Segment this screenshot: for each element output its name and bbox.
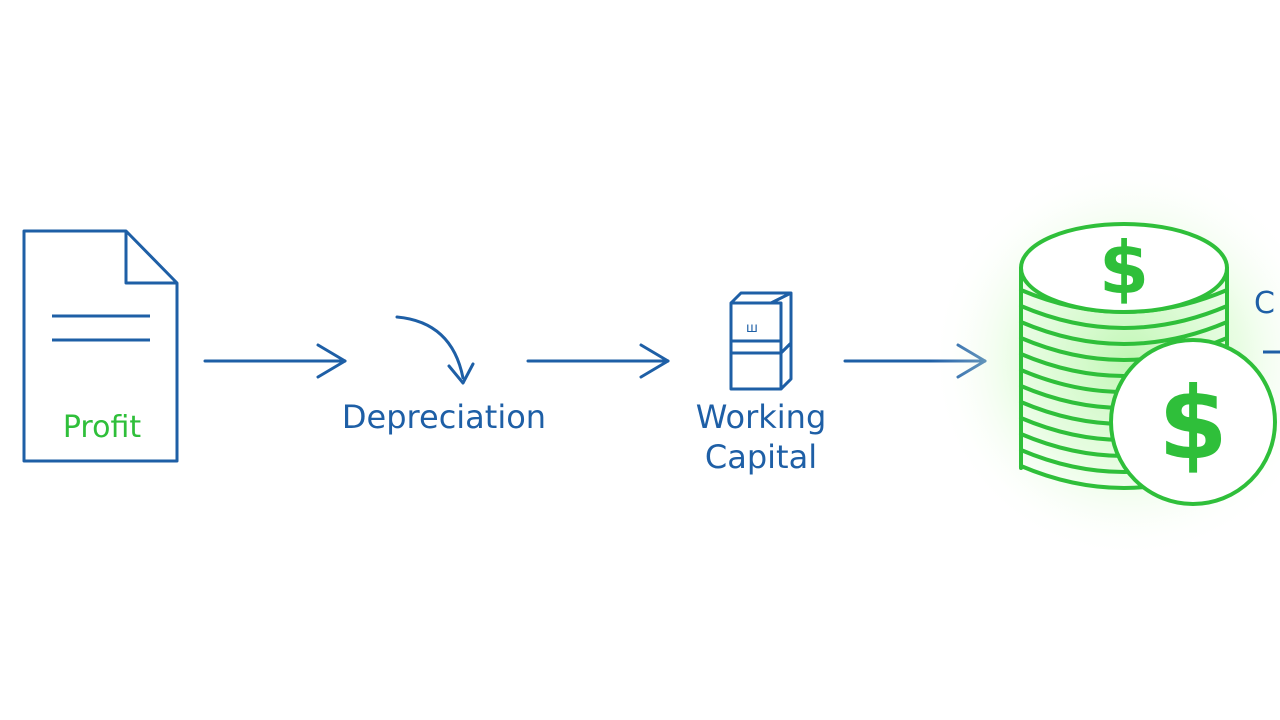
flow-arrow-2	[526, 343, 670, 379]
cash-step: $ $ C	[930, 160, 1280, 560]
svg-text:ш: ш	[746, 321, 758, 336]
coin-rim	[1019, 304, 1229, 330]
box-stack-icon: ш	[729, 291, 793, 391]
dollar-coin-icon: $	[1109, 338, 1277, 506]
document-icon	[22, 229, 179, 463]
working-capital-label-line2: Capital	[705, 438, 817, 476]
coin-rim	[1019, 320, 1229, 346]
profit-label: Profit	[63, 410, 141, 445]
working-capital-step: ш Working Capital	[696, 291, 827, 476]
depreciation-step: Depreciation	[342, 315, 546, 436]
curved-arrow-icon	[395, 315, 475, 385]
svg-text:$: $	[1099, 226, 1149, 310]
depreciation-label: Depreciation	[342, 398, 546, 436]
profit-step: Profit	[22, 229, 179, 463]
cash-partial-label: C	[1254, 286, 1275, 321]
working-capital-label-line1: Working	[696, 398, 827, 436]
svg-text:$: $	[1158, 365, 1228, 482]
flow-arrow-1	[203, 343, 347, 379]
